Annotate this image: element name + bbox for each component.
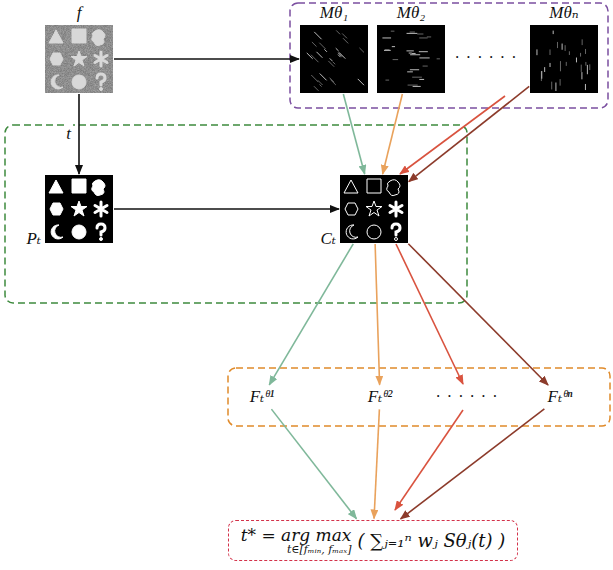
edge-label: t — [64, 124, 73, 144]
flow-line — [395, 410, 463, 510]
ellipsis: · · · · · · — [436, 388, 499, 406]
edge-map-node: Mθ₂ — [377, 25, 445, 93]
flow-arrow — [408, 244, 548, 385]
feature-label: Fₜᶿ² — [368, 388, 393, 407]
image-label: Mθ₂ — [397, 4, 425, 23]
contour-image — [340, 175, 408, 243]
flow-arrow — [401, 409, 545, 519]
feature-label: Fₜᶿ¹ — [250, 388, 275, 407]
formula-box: t* = arg maxt∈[fₘᵢₙ, fₘₐₓ] ( ∑ⱼ₌₁ⁿ wⱼ Sθⱼ… — [228, 520, 519, 561]
input-image-node: f — [45, 25, 113, 93]
group-frame — [5, 125, 467, 303]
binary-image — [45, 175, 113, 243]
image-label: Pₜ — [26, 230, 41, 249]
flow-arrow — [114, 58, 299, 60]
feature-label: Fₜᶿ¹ — [246, 386, 279, 409]
flow-arrow — [409, 86, 529, 181]
formula-text: t* = arg max — [241, 525, 352, 545]
contour-image-node: Cₜ — [340, 175, 408, 243]
image-label: Mθ₁ — [320, 4, 348, 23]
flow-arrow — [271, 409, 356, 519]
feature-label: Fₜᶿ² — [364, 386, 397, 409]
input-image — [45, 25, 113, 93]
formula-text: ( ∑ⱼ₌₁ⁿ wⱼ Sθⱼ(t) ) — [357, 530, 505, 551]
flow-arrow — [375, 244, 379, 385]
image-label: f — [77, 4, 82, 23]
edge-maps — [300, 25, 598, 93]
formula-text: t∈[fₘᵢₙ, fₘₐₓ] — [287, 543, 351, 556]
flow-line — [400, 96, 505, 174]
edge-map-node: Mθₙ — [530, 25, 598, 93]
image-label: Cₜ — [320, 230, 336, 249]
feature-label: Fₜᶿⁿ — [548, 388, 573, 407]
edge-map-node: Mθ₁ — [300, 25, 368, 93]
image-label: Mθₙ — [549, 4, 578, 23]
group-frame — [228, 368, 610, 426]
flow-arrow — [374, 409, 379, 518]
feature-label: Fₜᶿⁿ — [544, 386, 577, 409]
ellipsis: · · · · · · — [455, 49, 518, 67]
flow-arrow — [78, 94, 80, 174]
group-frame — [290, 3, 608, 108]
flow-arrow — [343, 94, 364, 174]
binary-image-node: Pₜ — [45, 175, 113, 243]
flow-arrow — [383, 94, 403, 174]
flow-arrow — [269, 244, 353, 385]
flow-arrow — [114, 208, 339, 210]
